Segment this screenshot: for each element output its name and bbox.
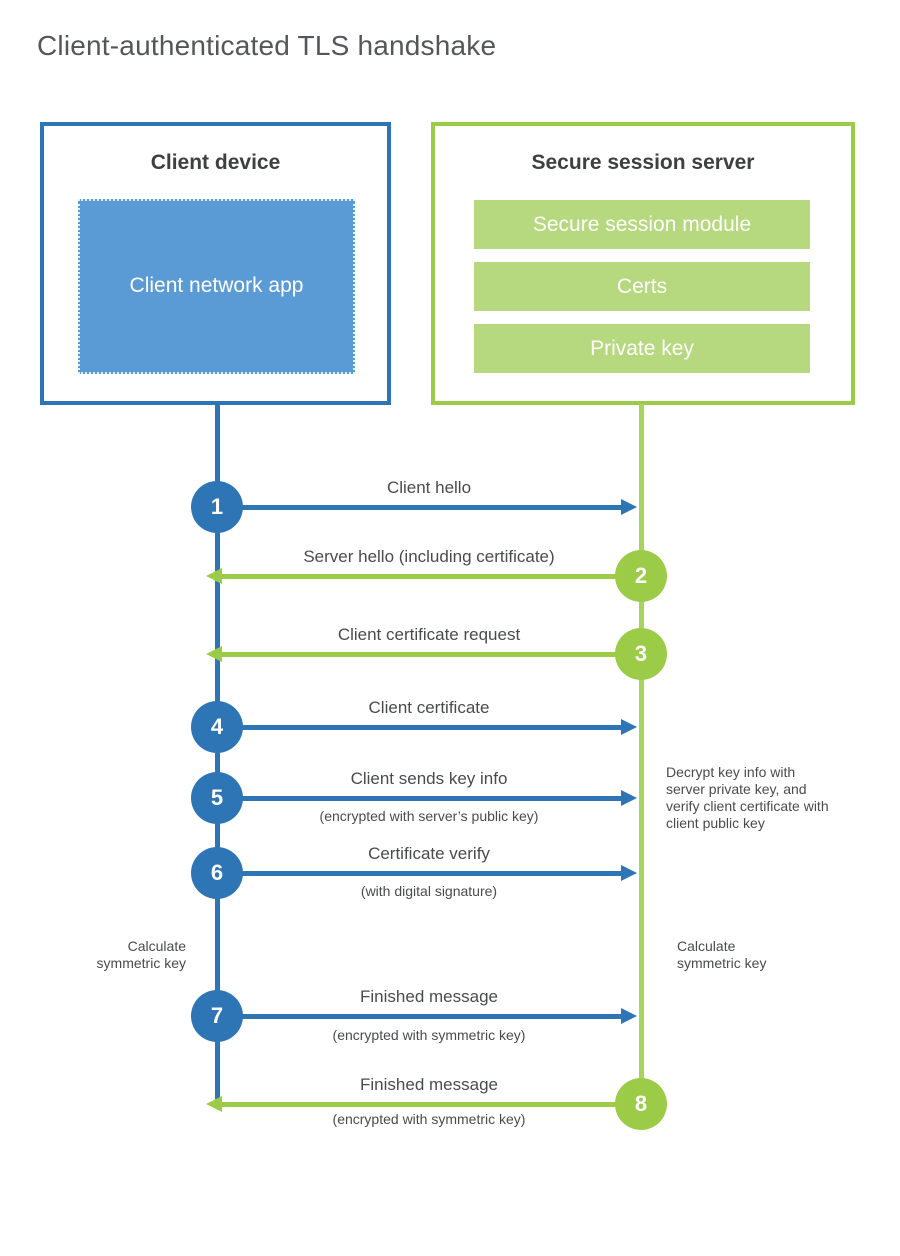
secure-session-server-box: Secure session server Secure session mod… [431,122,855,405]
step-3-label: Client certificate request [337,625,521,644]
step-8-arrowhead-icon [206,1096,222,1112]
step-2-badge: 2 [615,550,667,602]
client-device-title: Client device [150,151,281,174]
step-4-label: Client certificate [368,698,490,717]
step-8-arrow [221,1102,641,1107]
secure-session-server-title: Secure session server [531,151,755,174]
step-3-badge: 3 [615,628,667,680]
step-5-badge: 5 [191,772,243,824]
step-3-arrowhead-icon [206,646,222,662]
step-6-sublabel: (with digital signature) [360,883,498,899]
step-1-arrowhead-icon [621,499,637,515]
step-7-arrow [217,1014,623,1019]
step-7-badge: 7 [191,990,243,1042]
step-8-sublabel: (encrypted with symmetric key) [332,1111,526,1127]
step-6-arrow [217,871,623,876]
step-7-sublabel: (encrypted with symmetric key) [332,1027,526,1043]
step-1-badge: 1 [191,481,243,533]
page-title: Client-authenticated TLS handshake [37,30,497,61]
step-2-label: Server hello (including certificate) [303,547,555,566]
step-5-label: Client sends key info [350,769,508,788]
step-4-arrow [217,725,623,730]
decrypt-key-note: Decrypt key info with server private key… [666,764,829,831]
step-1-label: Client hello [386,478,472,497]
client-device-box: Client device Client network app [40,122,391,405]
step-6-label: Certificate verify [368,844,490,863]
step-5-sublabel: (encrypted with server’s public key) [319,808,539,824]
step-3-arrow [221,652,641,657]
step-6-badge: 6 [191,847,243,899]
step-6-arrowhead-icon [621,865,637,881]
calculate-symmetric-key-note-client: Calculate symmetric key [96,938,186,971]
step-4-arrowhead-icon [621,719,637,735]
step-2-arrow [221,574,641,579]
server-module-secure-session-module: Secure session module [474,200,810,249]
step-8-label: Finished message [360,1075,498,1094]
server-lifeline [639,404,644,1106]
step-8-badge: 8 [615,1078,667,1130]
step-7-label: Finished message [360,987,498,1006]
step-5-arrowhead-icon [621,790,637,806]
calculate-symmetric-key-note-server: Calculate symmetric key [677,938,767,971]
client-lifeline [215,404,220,1106]
step-4-badge: 4 [191,701,243,753]
step-2-arrowhead-icon [206,568,222,584]
client-network-app-box: Client network app [78,199,355,374]
step-5-arrow [217,796,623,801]
server-module-private-key: Private key [474,324,810,373]
step-1-arrow [217,505,623,510]
step-7-arrowhead-icon [621,1008,637,1024]
server-module-certs: Certs [474,262,810,311]
